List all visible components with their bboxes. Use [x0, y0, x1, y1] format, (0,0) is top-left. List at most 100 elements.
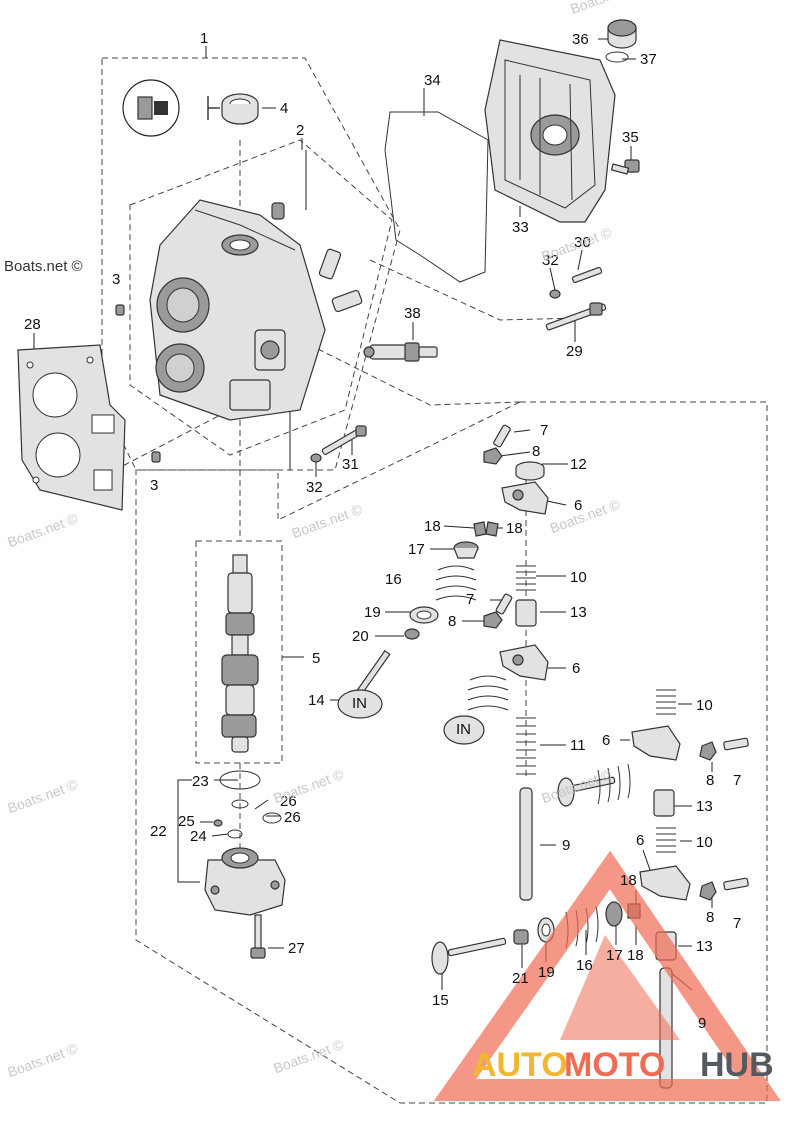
cylinder-head [149, 199, 326, 421]
callout-32b: 32 [306, 479, 323, 496]
watermark-2: Boats.net © [5, 510, 80, 550]
callout-18a: 18 [424, 518, 441, 535]
callout-2: 2 [296, 122, 304, 139]
retainer-17b [605, 901, 623, 927]
autohub-wordmark: AUTO MOTO HUB [472, 1046, 774, 1084]
retainer-17a [453, 541, 479, 559]
watermark-main: Boats.net © [4, 258, 83, 275]
callout-25: 25 [178, 813, 195, 830]
adjust-screw-7c [723, 737, 749, 751]
seat-19a [409, 606, 439, 624]
callout-1: 1 [200, 30, 208, 47]
valve-seal-21 [513, 929, 529, 945]
exhaust-valve-15 [431, 937, 507, 975]
spark-plug [363, 342, 438, 362]
valve-seal-20 [404, 628, 420, 640]
watermark-7: Boats.net © [539, 766, 614, 806]
locknut-8c [699, 741, 717, 761]
callout-30: 30 [574, 234, 591, 251]
intake-valve-14 [337, 649, 391, 719]
callout-3b: 3 [150, 477, 158, 494]
callout-28: 28 [24, 316, 41, 333]
logo-text-moto: MOTO [564, 1046, 665, 1084]
callout-10b: 10 [696, 697, 713, 714]
callout-numbers: 1 2 3 3 4 5 6 6 6 6 7 7 7 7 8 8 8 8 9 9 … [24, 30, 741, 1032]
watermark-8: Boats.net © [5, 1040, 80, 1080]
bolt-30 [571, 267, 603, 283]
valve-assembly-mid [557, 763, 631, 807]
spring-10c [656, 827, 676, 853]
callout-11: 11 [570, 737, 586, 754]
callout-26b: 26 [284, 809, 301, 826]
callout-6d: 6 [636, 832, 644, 849]
valve-guide-a [318, 248, 342, 280]
camshaft [221, 554, 259, 753]
callout-19b: 19 [538, 964, 555, 981]
oil-seal [221, 93, 259, 125]
watermark-6: Boats.net © [271, 766, 346, 806]
callout-17b: 17 [606, 947, 623, 964]
oil-pump [204, 847, 286, 916]
adjust-screw-7a [493, 424, 511, 448]
callout-15: 15 [432, 992, 449, 1009]
seal-symbol-icon [122, 79, 220, 137]
adjust-screw-7b [495, 593, 513, 615]
locknut-8d [699, 881, 717, 901]
lifter-13a [515, 599, 537, 627]
callout-6a: 6 [574, 497, 582, 514]
rocker-arm-6b [499, 644, 549, 681]
callout-29: 29 [566, 343, 583, 360]
group-outline-5 [195, 540, 283, 764]
callout-12: 12 [570, 456, 587, 473]
lifter-13b [653, 789, 675, 817]
watermark-10: Boats.net © [568, 0, 643, 17]
callout-36: 36 [572, 31, 589, 48]
callout-8c: 8 [706, 772, 714, 789]
watermark-4: Boats.net © [548, 496, 623, 536]
logo-text-hub: HUB [700, 1046, 774, 1084]
callout-3a: 3 [112, 271, 120, 288]
callout-6c: 6 [602, 732, 610, 749]
center-line-gasket [114, 409, 231, 471]
seat-19b [537, 917, 555, 943]
callout-18b: 18 [506, 520, 523, 537]
callout-17a: 17 [408, 541, 425, 558]
callout-9b: 9 [698, 1015, 706, 1032]
o-ring-26b [262, 812, 282, 824]
callout-13a: 13 [570, 604, 587, 621]
callout-34: 34 [424, 72, 441, 89]
callout-14: 14 [308, 692, 325, 709]
group-outline-valvetrain [135, 401, 768, 1104]
callout-8a: 8 [532, 443, 540, 460]
callout-4: 4 [280, 100, 288, 117]
callout-7a: 7 [540, 422, 548, 439]
callout-9a: 9 [562, 837, 570, 854]
valve-marking-in: IN [352, 695, 367, 712]
spring-11 [516, 717, 536, 775]
callout-8d: 8 [706, 909, 714, 926]
callout-7c: 7 [733, 772, 741, 789]
callout-10c: 10 [696, 834, 713, 851]
filler-cap [607, 19, 637, 49]
callout-13c: 13 [696, 938, 713, 955]
callout-10a: 10 [570, 569, 587, 586]
washer-32a [549, 289, 561, 299]
callout-31: 31 [342, 456, 359, 473]
callout-32a: 32 [542, 252, 559, 269]
locknut-8a [483, 447, 503, 465]
ring-25 [213, 819, 223, 827]
bolt-35 [610, 159, 640, 175]
callout-13b: 13 [696, 798, 713, 815]
rocker-cover-gasket [384, 111, 489, 283]
callout-16a: 16 [385, 571, 402, 588]
watermark-5: Boats.net © [5, 776, 80, 816]
valve-guide-b [331, 289, 363, 313]
dowel-pin-3a [115, 304, 125, 316]
callout-38: 38 [404, 305, 421, 322]
valve-assembly-installed [443, 675, 509, 745]
callout-26a: 26 [280, 793, 297, 810]
rocker-cover [484, 39, 616, 223]
head-gasket [17, 344, 126, 511]
cotter-18a [473, 521, 499, 537]
